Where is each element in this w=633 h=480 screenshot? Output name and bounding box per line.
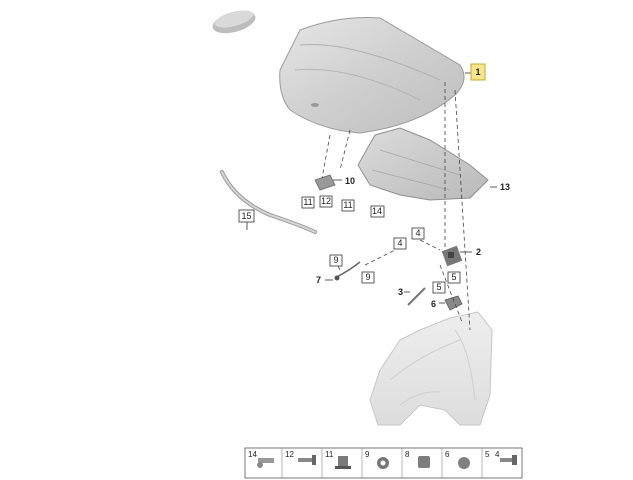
callout-label: 1 bbox=[475, 67, 480, 77]
callout-label: 4 bbox=[415, 228, 420, 238]
hood-part bbox=[279, 17, 465, 134]
callout-13: 13 bbox=[500, 182, 510, 192]
callout-5a: 5 bbox=[447, 271, 461, 284]
callout-label: 3 bbox=[398, 287, 403, 297]
legend-cell-6: 6 bbox=[445, 450, 470, 469]
legend-label: 9 bbox=[365, 450, 370, 459]
cable-part bbox=[334, 261, 361, 281]
callout-label: 12 bbox=[321, 196, 331, 206]
support-rod-part bbox=[407, 287, 426, 306]
callout-label: 6 bbox=[431, 299, 436, 309]
callout-11a: 11 bbox=[301, 196, 315, 209]
legend-label: 8 bbox=[405, 450, 410, 459]
callout-4b: 4 bbox=[411, 227, 425, 240]
callout-7: 7 bbox=[316, 275, 321, 285]
callout-label: 7 bbox=[316, 275, 321, 285]
legend-label: 14 bbox=[248, 450, 257, 459]
legend-label: 5 bbox=[485, 450, 490, 459]
legend-cell-4: 4 bbox=[495, 450, 517, 465]
legend-label: 12 bbox=[285, 450, 294, 459]
callout-1: 1 bbox=[470, 63, 486, 81]
callout-label: 15 bbox=[241, 211, 251, 221]
emblem-part bbox=[212, 10, 256, 34]
legend-label: 6 bbox=[445, 450, 450, 459]
legend-cell-9: 9 bbox=[365, 450, 389, 469]
callout-label: 11 bbox=[303, 197, 312, 207]
leader-lines bbox=[321, 82, 471, 331]
seal-strip-part bbox=[220, 170, 317, 234]
callout-2: 2 bbox=[476, 247, 481, 257]
callout-6: 6 bbox=[431, 299, 436, 309]
callout-label: 2 bbox=[476, 247, 481, 257]
callout-label: 9 bbox=[333, 255, 338, 265]
fastener-legend: 14 12 11 9 8 6 bbox=[244, 447, 523, 479]
callout-15: 15 bbox=[238, 209, 255, 223]
legend-cell-12: 12 bbox=[285, 450, 316, 465]
legend-cell-14: 14 bbox=[248, 450, 274, 468]
callout-3: 3 bbox=[398, 287, 403, 297]
callout-label: 9 bbox=[365, 272, 370, 282]
bracket-part bbox=[314, 174, 336, 191]
legend-cell-11: 11 bbox=[325, 450, 351, 469]
callout-label: 10 bbox=[345, 176, 355, 186]
legend-cell-5: 5 bbox=[485, 450, 490, 459]
legend-label: 4 bbox=[495, 450, 500, 459]
hood-insulation-part bbox=[357, 127, 489, 201]
callout-label: 13 bbox=[500, 182, 510, 192]
callout-14: 14 bbox=[370, 205, 385, 218]
callout-label: 4 bbox=[397, 238, 402, 248]
callout-label: 14 bbox=[372, 206, 382, 216]
legend-cell-8: 8 bbox=[405, 450, 430, 468]
fender-structure-part bbox=[369, 311, 493, 426]
callout-9a: 9 bbox=[329, 254, 343, 267]
hinge-part bbox=[441, 245, 463, 267]
callout-11b: 11 bbox=[341, 199, 355, 212]
callout-5b: 5 bbox=[432, 281, 446, 294]
callout-4a: 4 bbox=[393, 237, 407, 250]
callout-9b: 9 bbox=[361, 271, 375, 284]
callout-label: 5 bbox=[436, 282, 441, 292]
fitting-part bbox=[444, 295, 463, 311]
callout-label: 11 bbox=[343, 200, 352, 210]
callout-12: 12 bbox=[319, 195, 333, 208]
callout-10: 10 bbox=[345, 176, 355, 186]
callout-label: 5 bbox=[451, 272, 456, 282]
legend-label: 11 bbox=[325, 450, 334, 459]
